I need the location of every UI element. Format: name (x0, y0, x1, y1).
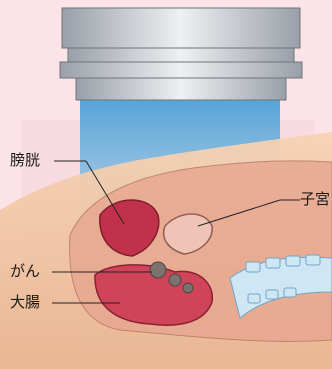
linac-head (60, 8, 302, 100)
label-bladder: 膀胱 (10, 153, 40, 168)
label-cancer: がん (10, 264, 40, 279)
label-uterus: 子宮 (300, 192, 330, 207)
label-large-intestine: 大腸 (10, 295, 40, 310)
